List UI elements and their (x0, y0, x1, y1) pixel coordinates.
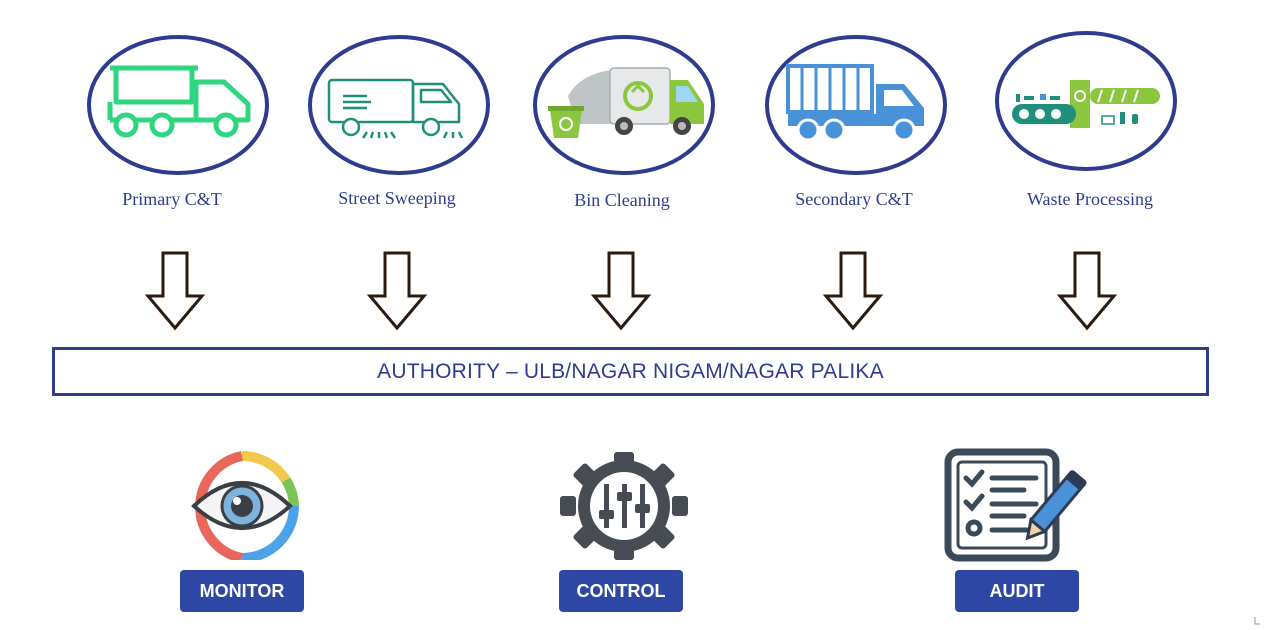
authority-label: AUTHORITY – ULB/NAGAR NIGAM/NAGAR PALIKA (377, 359, 884, 383)
stage-label-bin-cleaning: Bin Cleaning (574, 190, 670, 210)
eye-icon (191, 450, 299, 560)
control-button[interactable]: CONTROL (559, 570, 683, 612)
audit-button[interactable]: AUDIT (955, 570, 1079, 612)
stage-label-primary-ct: Primary C&T (122, 189, 222, 209)
down-arrow-secondary-ct (822, 251, 884, 331)
truck-icon (107, 65, 251, 138)
stage-street-sweeping (308, 35, 490, 175)
stage-waste-processing (995, 31, 1177, 171)
stage-bin-cleaning (533, 35, 715, 175)
corner-mark (1254, 617, 1260, 625)
street-sweeper-icon (327, 78, 464, 139)
stage-secondary-ct (765, 35, 947, 175)
container-truck-icon (786, 64, 924, 142)
garbage-truck-icon (548, 67, 704, 138)
down-arrow-bin-cleaning (590, 251, 652, 331)
down-arrow-street-sweeping (366, 251, 428, 331)
stage-label-waste-processing: Waste Processing (1026, 189, 1154, 209)
down-arrow-primary-ct (144, 251, 206, 331)
gear-sliders-icon (560, 452, 688, 560)
checklist-pen-icon (944, 448, 1087, 562)
stage-label-secondary-ct: Secondary C&T (795, 189, 913, 209)
stage-label-street-sweeping: Street Sweeping (338, 188, 456, 208)
down-arrow-waste-processing (1056, 251, 1118, 331)
processing-plant-icon (1012, 80, 1160, 128)
monitor-button[interactable]: MONITOR (180, 570, 304, 612)
authority-box: AUTHORITY – ULB/NAGAR NIGAM/NAGAR PALIKA (52, 347, 1209, 396)
stage-primary-ct (87, 35, 269, 175)
